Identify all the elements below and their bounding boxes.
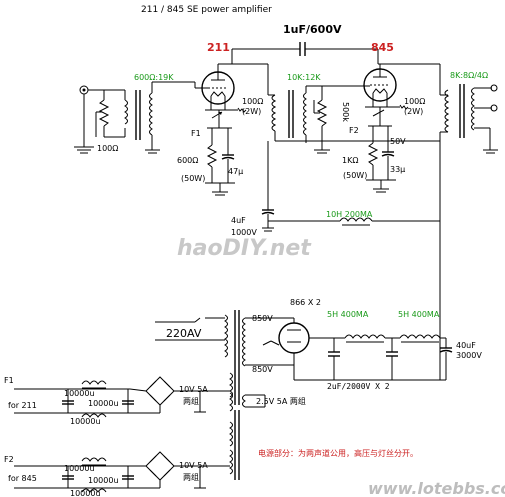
f1-cap-a: 10000u	[64, 389, 95, 398]
filter-caps-label: 2uF/2000V X 2	[327, 382, 390, 391]
cathode-network-845	[366, 125, 396, 193]
interstage-transformer	[232, 63, 440, 143]
rectifier-866	[245, 317, 330, 366]
decoupling-cap-label: 4uF	[231, 216, 246, 225]
cathode-res-845-power: (50W)	[343, 171, 367, 180]
f2-cap-b: 10000u	[88, 476, 119, 485]
grid-res-211-power: (2W)	[242, 107, 261, 116]
output-transformer-label: 8K:8Ω/4Ω	[450, 71, 488, 80]
hum-pot-211	[205, 107, 247, 128]
interstage-transformer-label: 10K:12K	[287, 73, 321, 82]
cathode-cap-211-label: 47μ	[228, 167, 243, 176]
f1-supply-label: F1	[4, 376, 14, 385]
mains-input	[155, 314, 228, 358]
filament-supply-2	[14, 451, 230, 493]
cathode-res-211-label: 600Ω	[177, 156, 198, 165]
watermark: haoDIY.net	[177, 236, 312, 261]
mains-label: 220AV	[166, 327, 202, 340]
pot-500k	[313, 86, 330, 154]
power-transformer-core	[229, 310, 246, 480]
f1-cap-c: 10000u	[70, 417, 101, 426]
tube-211-label: 211	[207, 41, 230, 54]
heater1-label: 10V 5A	[179, 385, 208, 394]
f2-supply-label: F2	[4, 455, 14, 464]
hum-pot-845	[365, 104, 409, 126]
choke1-label: 5H 400MA	[327, 310, 369, 319]
decoupling-cap-voltage: 1000V	[231, 228, 257, 237]
bias-res-845-label: 1KΩ	[342, 156, 358, 165]
fuse-f2-label: F2	[349, 126, 359, 135]
grid-res-211-label: 100Ω	[242, 97, 263, 106]
fuse-f1-label: F1	[191, 129, 201, 138]
heater2-sub: 两组	[183, 472, 199, 482]
hv-tap-bottom: 850V	[252, 365, 273, 374]
grid-res-845-power: (2W)	[404, 107, 423, 116]
pot-500k-label: 500k	[341, 102, 350, 122]
cathode-res-211-power: (50W)	[181, 174, 205, 183]
input-transformer-label: 600Ω:19K	[134, 73, 174, 82]
grid-res-845-label: 100Ω	[404, 97, 425, 106]
filament-supply-1	[14, 376, 230, 418]
input-jack	[79, 85, 125, 147]
output-transformer	[439, 64, 498, 380]
output-cap-label: 40uF	[456, 341, 476, 350]
diagram-title: 211 / 845 SE power amplifier	[141, 5, 272, 15]
choke-label: 10H 200MA	[326, 210, 373, 219]
for211-label: for 211	[8, 401, 37, 410]
coupling-cap-label: 1uF/600V	[283, 23, 342, 36]
ht-decoupling	[261, 141, 440, 232]
tube-845	[350, 63, 440, 107]
f2-cap-a: 10000u	[64, 464, 95, 473]
filter-network	[293, 334, 453, 381]
cathode-network-211	[205, 127, 235, 196]
tube-211	[194, 63, 235, 110]
f1-cap-b: 10000u	[88, 399, 119, 408]
heater2-label: 10V 5A	[179, 461, 208, 470]
choke2-label: 5H 400MA	[398, 310, 440, 319]
for845-label: for 845	[8, 474, 37, 483]
input-res-label: 100Ω	[97, 144, 118, 153]
fil-winding-label: 2.5V 5A 两组	[256, 396, 306, 406]
input-transformer	[124, 81, 195, 154]
heater1-sub: 两组	[183, 396, 199, 406]
speaker-terminals	[490, 84, 498, 112]
input-pot	[95, 90, 110, 137]
cathode-cap-845-voltage: 50V	[390, 137, 406, 146]
coupling-cap	[231, 42, 379, 64]
footer-watermark: www.lotebbs.com	[368, 479, 505, 497]
cathode-cap-845-label: 33μ	[390, 165, 405, 174]
f2-cap-c: 10000u	[70, 489, 101, 497]
output-cap-voltage: 3000V	[456, 351, 482, 360]
ground-symbols-left	[74, 90, 126, 154]
power-supply-note: 电源部分：为两声道公用，高压与灯丝分开。	[258, 448, 418, 458]
rectifier-filament-winding	[245, 394, 266, 408]
rectifier-label: 866 X 2	[290, 298, 321, 307]
tube-845-label: 845	[371, 41, 394, 54]
